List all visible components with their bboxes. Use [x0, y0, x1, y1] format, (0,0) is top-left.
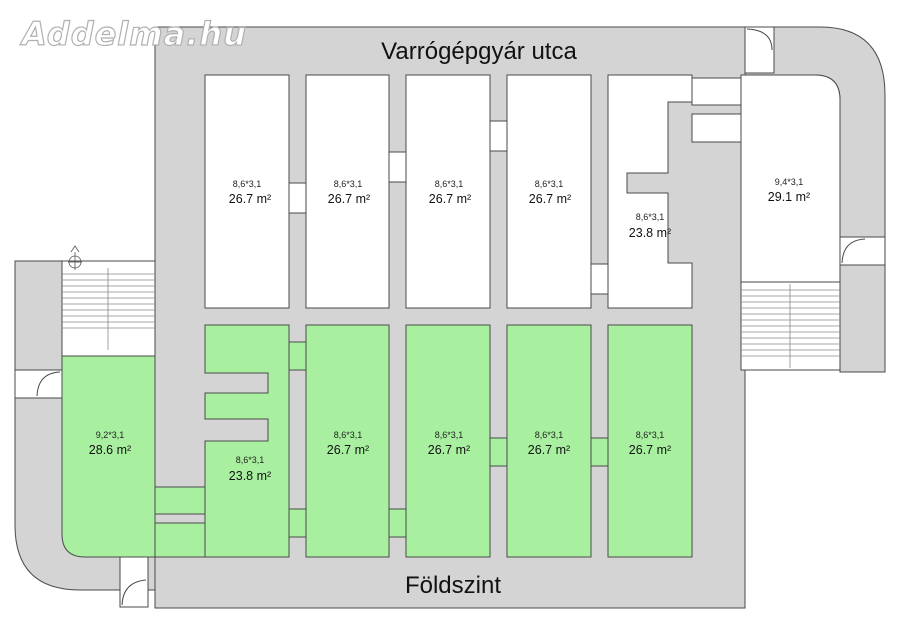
unit-dim-label: 9,4*3,1: [775, 177, 804, 187]
staircase-icon: [741, 284, 840, 368]
unit-dim-label: 8,6*3,1: [535, 179, 564, 189]
right-stair-block: [740, 281, 841, 371]
door-swing-icon: [119, 556, 149, 608]
unit-top-6: [740, 74, 841, 283]
staircase-icon: [62, 268, 155, 350]
unit-area-label: 26.7 m²: [429, 192, 471, 206]
unit-dim-label: 8,6*3,1: [334, 430, 363, 440]
unit-area-label: 26.7 m²: [327, 443, 369, 457]
door-swing-icon: [839, 236, 886, 266]
unit-bottom-5: [506, 324, 592, 558]
unit-top-3: [405, 74, 491, 309]
unit-area-label: 26.7 m²: [328, 192, 370, 206]
unit-bottom-4: [405, 324, 491, 558]
unit-top-5: [607, 74, 693, 309]
unit-bottom-2: [204, 324, 290, 558]
unit-top-2: [305, 74, 390, 309]
bottom-units: [61, 324, 693, 558]
unit-dim-label: 8,6*3,1: [435, 430, 464, 440]
doors: [14, 26, 886, 608]
street-label: Varrógépgyár utca: [381, 38, 577, 65]
unit-passages: [154, 77, 742, 558]
unit-dim-label: 8,6*3,1: [334, 179, 363, 189]
bottom-unit-labels: 9,2*3,1 28.6 m² 8,6*3,1 23.8 m² 8,6*3,1 …: [89, 430, 671, 483]
unit-bottom-6: [607, 324, 693, 558]
unit-dim-label: 8,6*3,1: [236, 455, 265, 465]
door-swing-icon: [14, 369, 63, 399]
unit-dim-label: 9,2*3,1: [96, 430, 125, 440]
floor-label: Földszint: [405, 572, 501, 599]
top-units: [204, 74, 841, 309]
unit-area-label: 26.7 m²: [428, 443, 470, 457]
left-stair-block: [61, 245, 156, 357]
unit-bottom-3: [305, 324, 390, 558]
unit-dim-label: 8,6*3,1: [535, 430, 564, 440]
unit-area-label: 26.7 m²: [529, 192, 571, 206]
unit-dim-label: 8,6*3,1: [435, 179, 464, 189]
unit-area-label: 29.1 m²: [768, 190, 810, 204]
compass-rose-icon: [68, 245, 82, 270]
unit-area-label: 23.8 m²: [229, 469, 271, 483]
unit-area-label: 28.6 m²: [89, 443, 131, 457]
unit-area-label: 26.7 m²: [229, 192, 271, 206]
unit-area-label: 23.8 m²: [629, 226, 671, 240]
top-unit-labels: 8,6*3,1 26.7 m² 8,6*3,1 26.7 m² 8,6*3,1 …: [229, 177, 810, 240]
unit-top-1: [204, 74, 290, 309]
watermark-logo: Addelma.hu: [19, 15, 247, 53]
unit-area-label: 26.7 m²: [629, 443, 671, 457]
unit-dim-label: 8,6*3,1: [233, 179, 262, 189]
unit-dim-label: 8,6*3,1: [636, 212, 665, 222]
unit-dim-label: 8,6*3,1: [636, 430, 665, 440]
unit-top-4: [506, 74, 592, 309]
door-swing-icon: [744, 26, 775, 74]
unit-area-label: 26.7 m²: [528, 443, 570, 457]
